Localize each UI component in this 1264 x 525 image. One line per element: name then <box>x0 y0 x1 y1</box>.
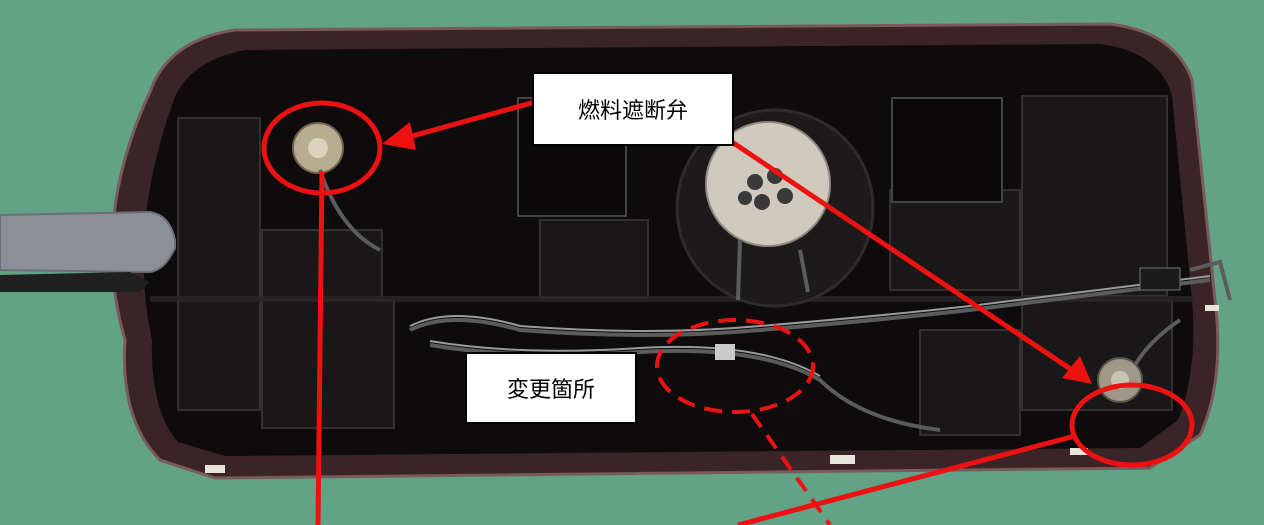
annotation-arrowhead-left <box>382 122 416 150</box>
annotation-dashed-circle-change <box>655 318 815 414</box>
annotation-arrowhead-right <box>1062 356 1092 384</box>
annotation-leader-change <box>750 412 832 525</box>
floor-marks <box>205 305 1219 473</box>
annotation-leader-left <box>315 171 325 525</box>
pipe-clamp <box>715 344 735 360</box>
photo-seam <box>150 296 1195 302</box>
annotation-arrow-right-shaft <box>730 139 1077 375</box>
vent-hose <box>0 272 150 292</box>
fuel-cutoff-valve-label: 燃料遮断弁 <box>532 72 734 146</box>
baffle-tag <box>891 97 1003 203</box>
fuel-pump-connector <box>738 168 793 210</box>
annotation-leader-right <box>737 433 1076 525</box>
cutoff-valve-left-core <box>308 138 328 158</box>
filler-hose <box>0 210 176 274</box>
wire-connector <box>1139 267 1181 291</box>
change-location-label: 変更箇所 <box>465 352 637 424</box>
annotation-arrowheads <box>382 122 1092 384</box>
annotation-arrow-left-shaft <box>404 99 536 141</box>
annotation-circle-right-valve <box>1069 382 1195 468</box>
tank-pipes-highlight <box>409 275 1211 377</box>
annotation-layer <box>261 99 1195 525</box>
fuel-pump-plate <box>705 121 831 247</box>
